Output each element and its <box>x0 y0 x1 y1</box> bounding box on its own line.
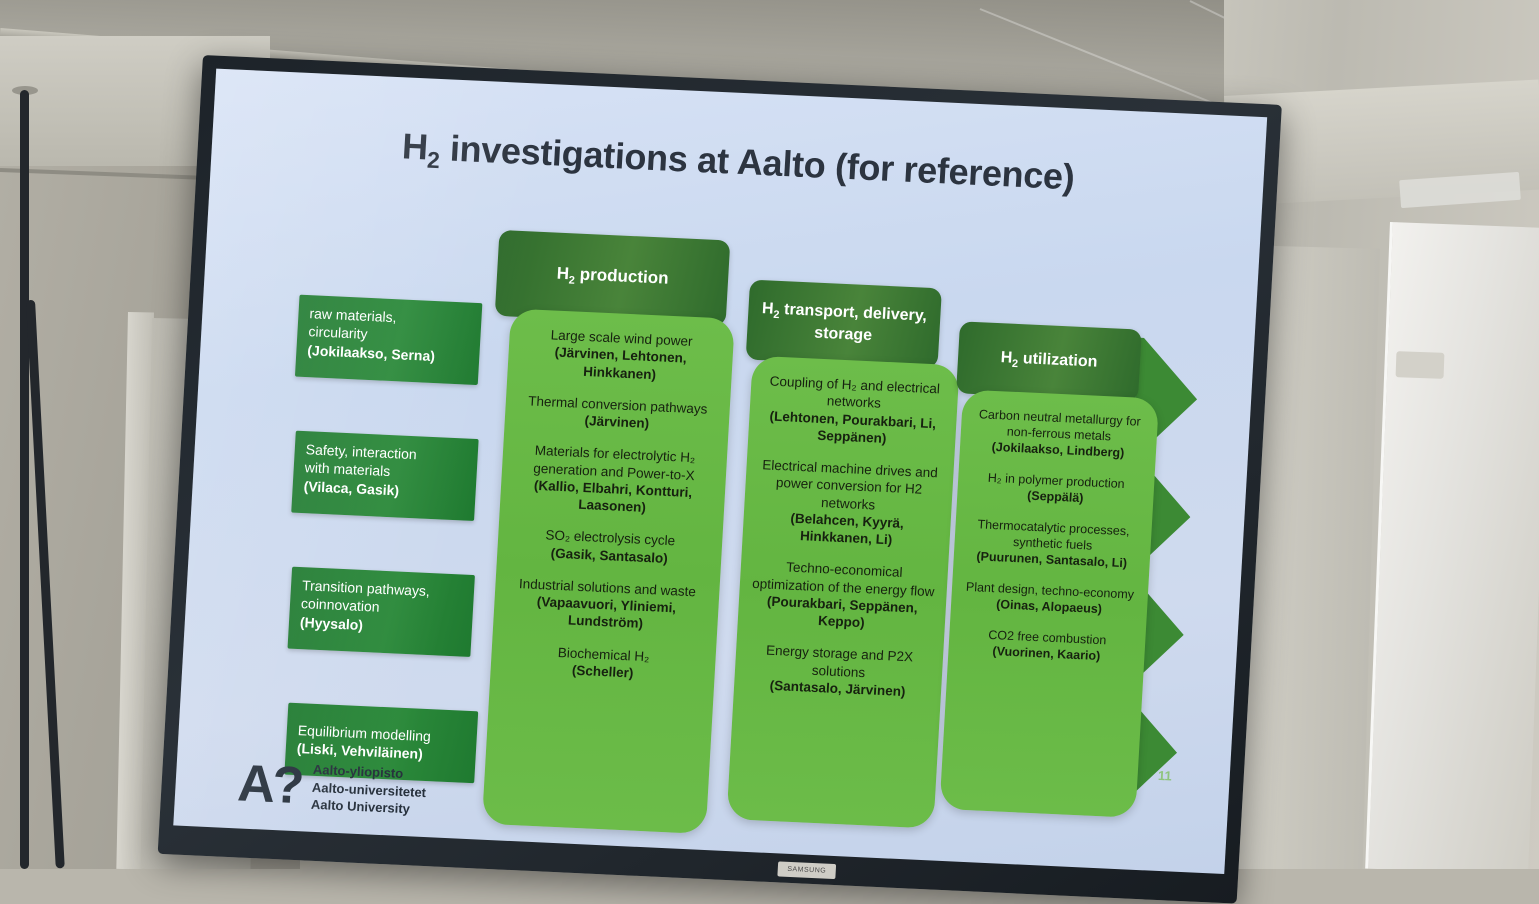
column-header-h2-transport[interactable]: H2 transport, delivery, storage <box>745 279 942 369</box>
cross-cutting-box[interactable]: Transition pathways, coinnovation (Hyysa… <box>287 566 475 657</box>
research-item: Large scale wind power (Järvinen, Lehton… <box>519 325 722 386</box>
aalto-logo: A? Aalto-yliopisto Aalto-universitetet A… <box>236 754 427 819</box>
cross-cutting-box[interactable]: raw materials, circularity (Jokilaakso, … <box>294 294 483 386</box>
header-rest: utilization <box>1017 349 1098 371</box>
cabinet-bracket <box>1395 351 1445 379</box>
research-item: H₂ in polymer production (Seppälä) <box>969 469 1143 509</box>
research-item: Energy storage and P2X solutions (Santas… <box>746 641 932 701</box>
research-item: Thermal conversion pathways (Järvinen) <box>516 392 718 436</box>
tv-screen: H2 investigations at Aalto (for referenc… <box>173 68 1268 875</box>
column-header-label: H2 production <box>556 263 669 293</box>
slide-title-rest: investigations at Aalto (for reference) <box>439 127 1076 198</box>
wall-display: SAMSUNG H2 investigations at Aalto (for … <box>157 55 1282 904</box>
research-item: Industrial solutions and waste (Vapaavuo… <box>505 575 708 636</box>
white-cabinet <box>1365 222 1539 869</box>
research-item: Materials for electrolytic H₂ generation… <box>512 441 716 519</box>
slide-title-h: H <box>401 125 430 168</box>
slide-title: H2 investigations at Aalto (for referenc… <box>401 125 1163 207</box>
research-item: Coupling of H₂ and electrical networks (… <box>760 372 947 449</box>
slide-title-subscript: 2 <box>426 146 441 174</box>
research-names: (Belahcen, Kyyrä, Hinkkanen, Li) <box>790 510 905 548</box>
aalto-logo-text: Aalto-yliopisto Aalto-universitetet Aalt… <box>310 761 427 819</box>
research-item: Electrical machine drives and power conv… <box>754 456 942 551</box>
research-item: SO₂ electrolysis cycle (Gasik, Santasalo… <box>509 525 711 569</box>
presentation-slide: H2 investigations at Aalto (for referenc… <box>173 69 1267 874</box>
tv-brand-label: SAMSUNG <box>777 861 837 880</box>
header-rest: production <box>574 264 670 289</box>
header-rest: transport, delivery, storage <box>779 300 928 345</box>
research-item: CO2 free combustion (Vuorinen, Kaario) <box>960 626 1134 666</box>
hanging-cable <box>20 90 29 869</box>
aalto-logo-mark: A? <box>236 754 303 815</box>
column-body-h2-production[interactable]: Large scale wind power (Järvinen, Lehton… <box>481 308 735 835</box>
column-header-label: H2 transport, delivery, storage <box>757 298 931 349</box>
header-h: H <box>556 264 570 284</box>
research-item: Carbon neutral metallurgy for non-ferrou… <box>972 406 1147 462</box>
research-names: (Pourakbari, Seppänen, Keppo) <box>766 593 919 631</box>
research-item: Biochemical H₂ (Scheller) <box>502 641 704 685</box>
cross-cutting-box[interactable]: Safety, interaction with materials (Vila… <box>291 430 479 522</box>
research-names: (Lehtonen, Pourakbari, Li, Seppänen) <box>769 408 937 446</box>
research-item: Plant design, techno-economy (Oinas, Alo… <box>963 579 1137 619</box>
research-topic: Electrical machine drives and power conv… <box>761 457 939 513</box>
slide-number: 11 <box>1157 767 1173 784</box>
research-item: Thermocatalytic processes, synthetic fue… <box>965 516 1140 572</box>
research-item: Techno-economical optimization of the en… <box>749 557 936 634</box>
column-header-h2-utilization[interactable]: H2 utilization <box>956 321 1142 402</box>
column-body-h2-transport[interactable]: Coupling of H₂ and electrical networks (… <box>726 355 960 829</box>
column-body-h2-utilization[interactable]: Carbon neutral metallurgy for non-ferrou… <box>939 389 1160 818</box>
column-header-label: H2 utilization <box>1000 348 1098 375</box>
